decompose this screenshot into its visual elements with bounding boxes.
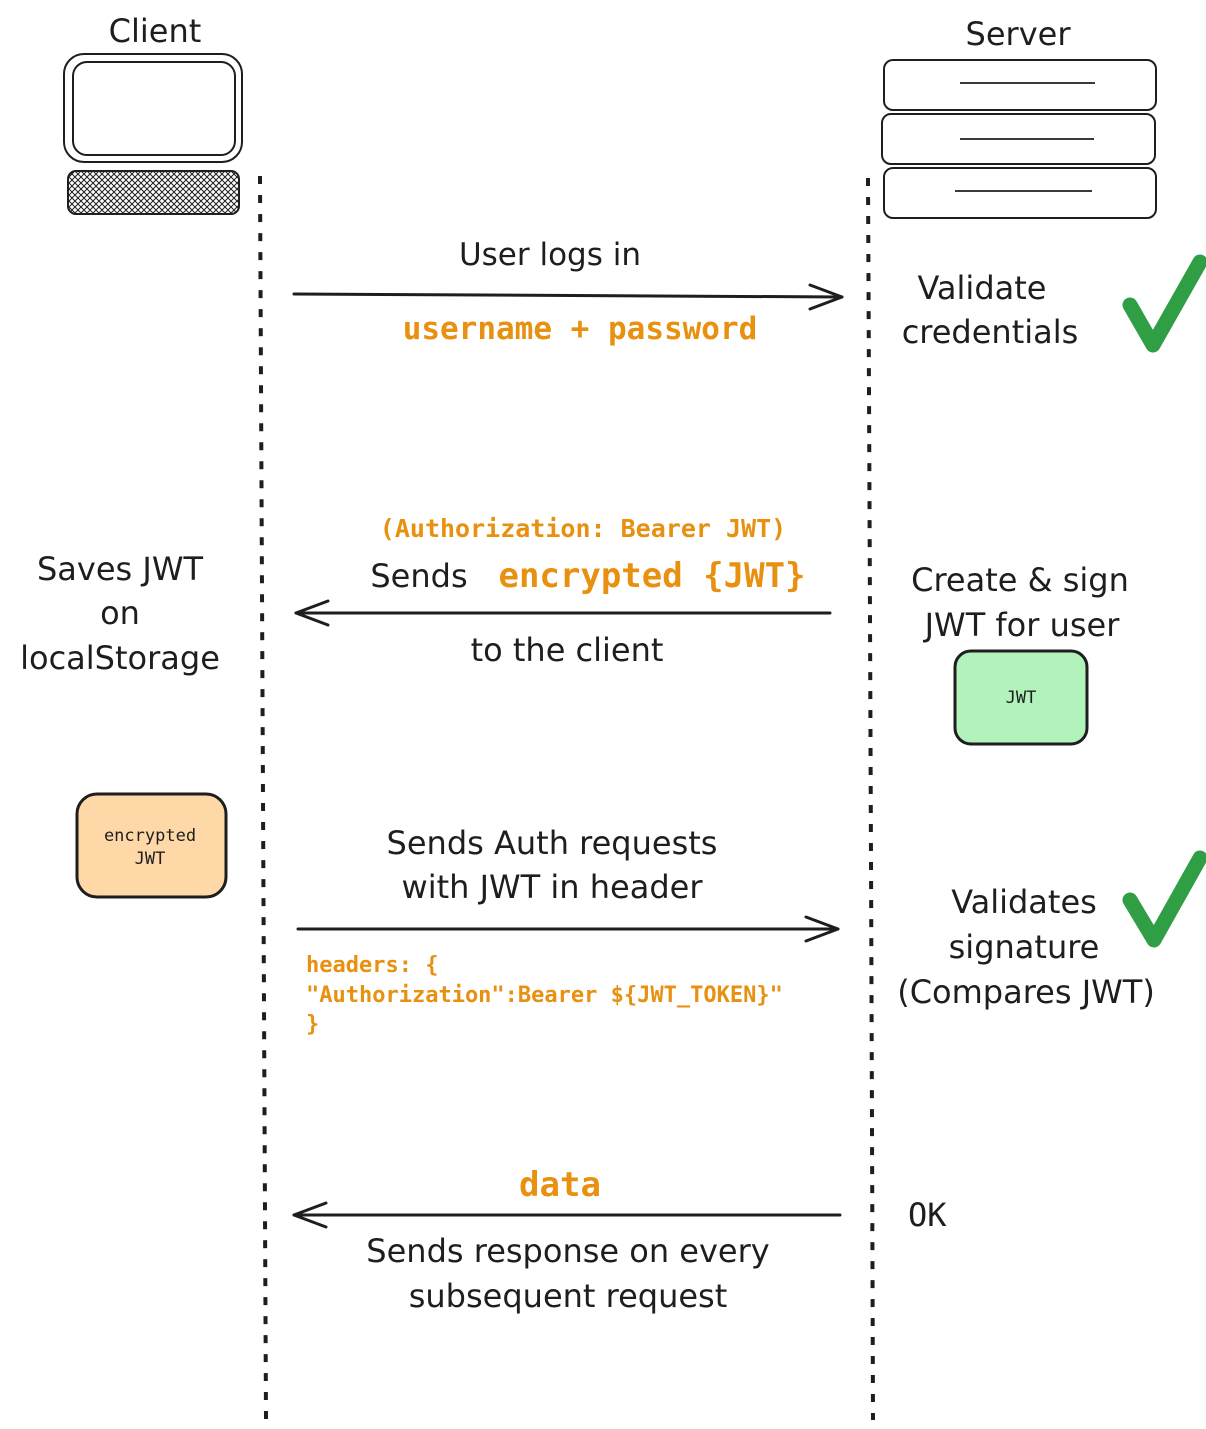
server-label: Server: [966, 15, 1072, 53]
server-jwt-token: JWT: [953, 649, 1089, 746]
encrypted-jwt-label: encrypted {JWT}: [498, 556, 805, 596]
check-icon: [1122, 254, 1206, 353]
validates-signature-line2: signature: [949, 928, 1100, 966]
validate-credentials-line1: Validate: [918, 269, 1047, 307]
ok-label: OK: [908, 1196, 947, 1234]
client-lifeline: [258, 175, 268, 1421]
login-arrow: [292, 283, 844, 311]
server-rack-icon: [881, 59, 1157, 219]
response-label-line2: subsequent request: [409, 1277, 728, 1315]
saves-jwt-line1: Saves JWT: [37, 550, 203, 588]
create-sign-line2: JWT for user: [923, 606, 1121, 644]
saves-jwt-line3: localStorage: [20, 639, 220, 677]
client-token-line1: encrypted: [104, 826, 196, 846]
response-arrow: [292, 1201, 842, 1229]
code-line3: }: [306, 1012, 319, 1037]
client-computer-icon: [63, 53, 243, 215]
code-line1: headers: {: [306, 953, 438, 978]
auth-request-label-line1: Sends Auth requests: [387, 824, 718, 862]
code-line2: "Authorization":Bearer ${JWT_TOKEN}": [306, 983, 783, 1008]
check-icon: [1122, 850, 1206, 948]
server-jwt-token-label: JWT: [1006, 688, 1037, 708]
server-lifeline: [866, 177, 875, 1421]
client-encrypted-jwt-token: encrypted JWT: [75, 792, 228, 899]
authorization-hint: (Authorization: Bearer JWT): [380, 514, 786, 543]
issue-arrow: [294, 599, 832, 627]
client-label: Client: [109, 12, 202, 50]
validates-signature-line1: Validates: [951, 883, 1097, 921]
validate-credentials-line2: credentials: [902, 313, 1079, 351]
saves-jwt-line2: on: [100, 594, 140, 632]
login-arrow-label: User logs in: [459, 237, 641, 273]
to-client-label: to the client: [471, 631, 664, 669]
sends-label-prefix: Sends: [370, 557, 467, 595]
validates-signature-line3: (Compares JWT): [897, 973, 1155, 1011]
auth-request-label-line2: with JWT in header: [402, 868, 704, 906]
response-payload: data: [519, 1165, 601, 1205]
response-label-line1: Sends response on every: [366, 1232, 769, 1270]
login-payload: username + password: [403, 311, 758, 347]
create-sign-line1: Create & sign: [911, 561, 1129, 599]
client-token-line2: JWT: [135, 849, 166, 869]
auth-request-arrow: [296, 915, 840, 943]
